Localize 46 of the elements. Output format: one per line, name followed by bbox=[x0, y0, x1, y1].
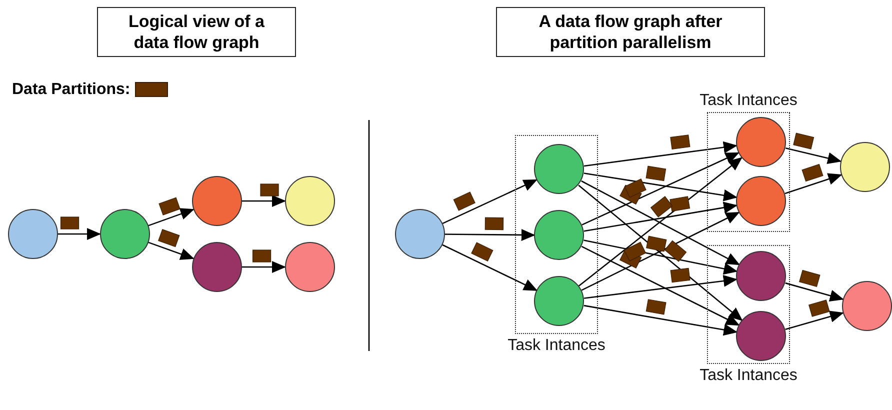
task-circle bbox=[285, 242, 335, 292]
group-label: Task Intances bbox=[700, 91, 798, 110]
arrow bbox=[442, 179, 538, 224]
arrow bbox=[584, 304, 738, 336]
task-circle bbox=[736, 176, 786, 226]
arrow bbox=[442, 244, 538, 292]
arrow bbox=[242, 195, 286, 207]
arrow bbox=[58, 228, 101, 240]
arrow bbox=[578, 184, 743, 321]
task-circle bbox=[8, 209, 58, 259]
task-circle bbox=[192, 242, 242, 292]
task-circle bbox=[842, 281, 892, 331]
task-circle bbox=[534, 144, 584, 194]
arrow bbox=[785, 282, 844, 302]
task-circle bbox=[192, 176, 242, 226]
arrow bbox=[445, 228, 536, 241]
title-box: A data flow graph after partition parallelism bbox=[496, 7, 765, 57]
arrow bbox=[584, 141, 738, 167]
arrow bbox=[582, 152, 740, 226]
group-label: Task Intances bbox=[508, 336, 606, 355]
task-circle bbox=[534, 276, 584, 326]
task-circle bbox=[736, 117, 786, 167]
arrow bbox=[584, 202, 738, 232]
arrow bbox=[785, 147, 842, 164]
arrow bbox=[242, 261, 286, 273]
legend-label: Data Partitions: bbox=[12, 80, 130, 99]
task-circle bbox=[736, 251, 786, 301]
task-circle bbox=[285, 176, 335, 226]
task-circle bbox=[534, 210, 584, 260]
arrow bbox=[578, 157, 742, 286]
arrow bbox=[584, 240, 738, 275]
title-box: Logical view of a data flow graph bbox=[97, 7, 296, 57]
arrow bbox=[581, 180, 740, 266]
arrow bbox=[581, 212, 740, 291]
task-circle bbox=[840, 142, 890, 192]
arrow bbox=[785, 310, 844, 330]
arrow bbox=[148, 242, 194, 260]
arrow bbox=[581, 246, 740, 326]
arrow bbox=[584, 172, 738, 202]
group-label: Task Intances bbox=[700, 366, 798, 385]
arrow bbox=[584, 275, 738, 299]
arrow bbox=[148, 208, 194, 226]
arrow bbox=[784, 173, 842, 194]
task-circle bbox=[395, 209, 445, 259]
task-circle bbox=[736, 311, 786, 361]
task-circle bbox=[100, 209, 150, 259]
